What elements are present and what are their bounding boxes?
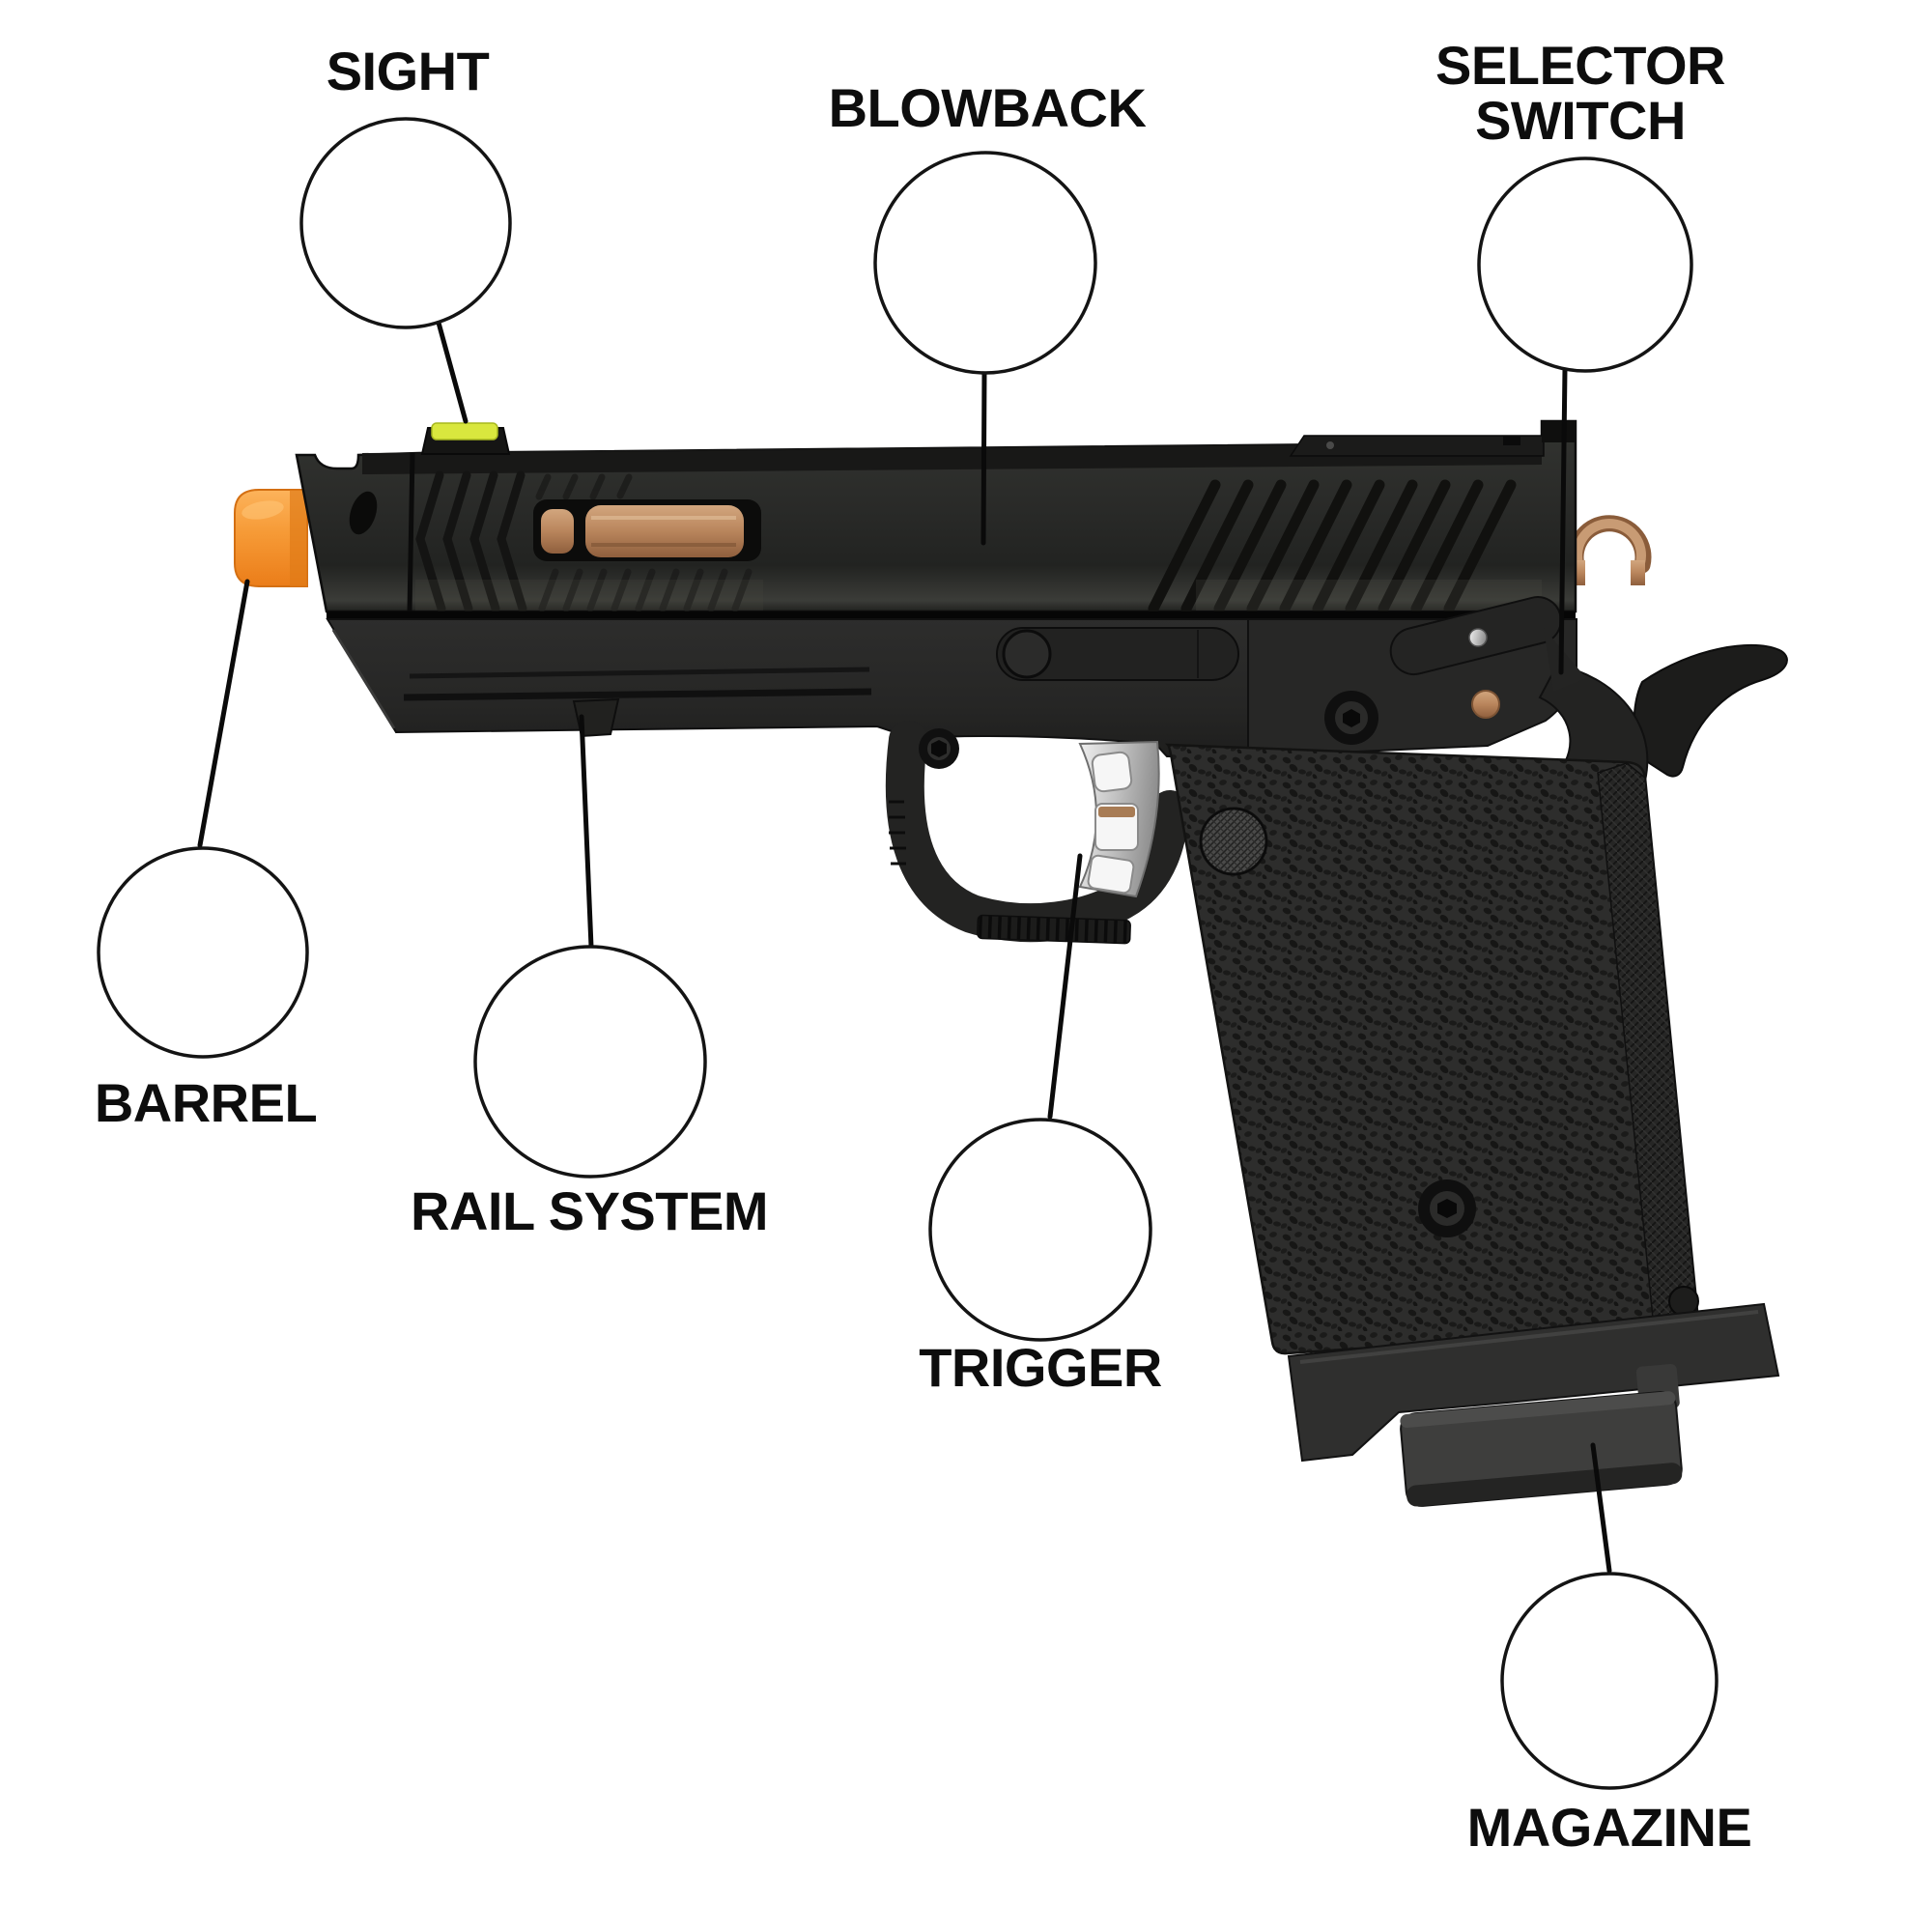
sight-callout-line [436, 320, 469, 424]
pistol-magazine-base [1287, 1302, 1780, 1507]
label-sight: SIGHT [326, 41, 490, 101]
label-barrel: BARREL [94, 1072, 318, 1133]
blowback-callout-line [980, 370, 987, 546]
pistol-grip [1164, 691, 1699, 1355]
label-selector-switch: SELECTOR SWITCH [1435, 35, 1725, 152]
label-blowback: BLOWBACK [828, 77, 1147, 138]
muzzle-tip [234, 489, 308, 587]
barrel-window [533, 499, 761, 561]
front-sight-icon [420, 422, 511, 455]
hammer-icon [1633, 643, 1788, 778]
magazine-callout-line [1590, 1442, 1612, 1574]
label-magazine: MAGAZINE [1466, 1797, 1752, 1858]
rear-sight-icon [1289, 421, 1576, 457]
lanyard-loop-icon [1567, 515, 1652, 585]
trigger-silver [1078, 740, 1160, 898]
blowback-callout-circle [873, 151, 1097, 375]
magazine-release-button [1199, 807, 1268, 876]
sight-callout-circle [299, 117, 512, 329]
rail-system-callout-line [579, 714, 594, 950]
selector-switch-callout-circle [1477, 156, 1693, 373]
trigger-callout-circle [928, 1118, 1152, 1342]
pistol-illustration [234, 419, 1788, 1507]
trigger-callout-line [1047, 853, 1083, 1120]
magazine-callout-circle [1495, 1567, 1723, 1795]
label-rail-system: RAIL SYSTEM [411, 1180, 768, 1241]
barrel-callout-line [197, 579, 250, 848]
selector-switch-callout-line [1558, 366, 1568, 675]
slide-stop-lever [996, 627, 1239, 681]
barrel-callout-circle [97, 846, 309, 1059]
rail-system-callout-circle [472, 944, 708, 1179]
label-trigger: TRIGGER [919, 1337, 1162, 1398]
